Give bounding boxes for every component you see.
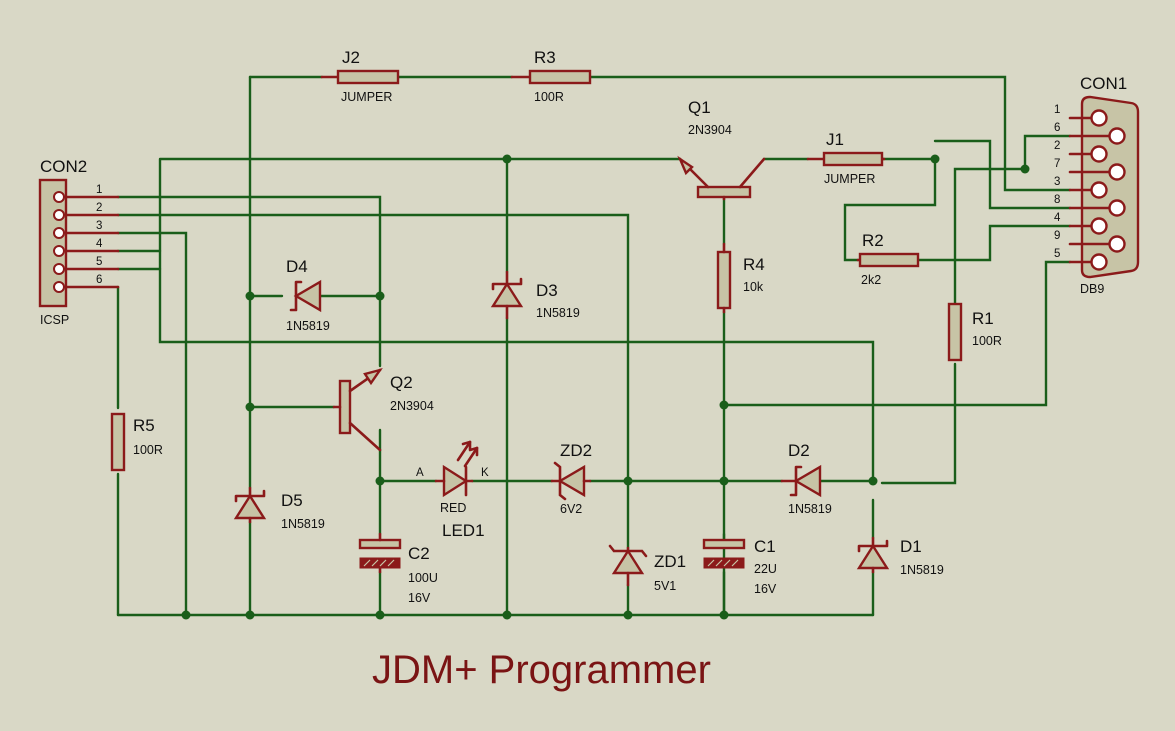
d1-ref: D1 [900, 537, 922, 556]
d4-ref: D4 [286, 257, 308, 276]
con1-pin-5: 5 [1054, 248, 1060, 260]
led1-value: RED [440, 501, 466, 515]
zd1-zener-diode: ZD1 5V1 [608, 544, 686, 593]
con2-ref: CON2 [40, 157, 87, 176]
con2-icsp-header: CON2 ICSP 1 2 3 4 5 6 [38, 157, 120, 327]
con1-ref: CON1 [1080, 74, 1127, 93]
d1-value: 1N5819 [900, 563, 944, 577]
con1-pin-1: 1 [1054, 104, 1060, 116]
zd2-ref: ZD2 [560, 441, 592, 460]
led1-ref: LED1 [442, 521, 485, 540]
con2-pin-6: 6 [96, 274, 102, 286]
d2-schottky-diode: D2 1N5819 [780, 441, 832, 516]
r1-value: 100R [972, 334, 1002, 348]
r4-value: 10k [743, 280, 764, 294]
q1-transistor: Q1 2N3904 [677, 98, 766, 201]
r2-ref: R2 [862, 231, 884, 250]
j2-jumper: J2 JUMPER [320, 48, 400, 104]
d3-value: 1N5819 [536, 306, 580, 320]
zd2-zener-diode: ZD2 6V2 [550, 441, 592, 516]
schematic-title: JDM+ Programmer [372, 648, 711, 692]
q1-ref: Q1 [688, 98, 711, 117]
r5-value: 100R [133, 443, 163, 457]
c2-value: 100U [408, 571, 438, 585]
junctions [181, 154, 1030, 620]
con2-pin-5: 5 [96, 256, 102, 268]
d5-schottky-diode: D5 1N5819 [233, 486, 325, 531]
r1-ref: R1 [972, 309, 994, 328]
zd1-ref: ZD1 [654, 552, 686, 571]
con1-pin-4: 4 [1054, 212, 1061, 224]
r3-ref: R3 [534, 48, 556, 67]
d3-ref: D3 [536, 281, 558, 300]
d3-schottky-diode: D3 1N5819 [490, 270, 580, 320]
con1-pin-2: 2 [1054, 140, 1060, 152]
led1-anode-label: A [416, 467, 424, 479]
con2-pin-4: 4 [96, 238, 103, 250]
d2-value: 1N5819 [788, 502, 832, 516]
q2-transistor: Q2 2N3904 [332, 367, 434, 452]
con2-pin-2: 2 [96, 202, 102, 214]
zd2-value: 6V2 [560, 502, 582, 516]
j2-value: JUMPER [341, 90, 392, 104]
j1-value: JUMPER [824, 172, 875, 186]
con1-value: DB9 [1080, 282, 1104, 296]
r3-resistor: R3 100R [510, 48, 592, 104]
con2-pin-1: 1 [96, 184, 102, 196]
r5-resistor: R5 100R [110, 412, 163, 472]
r4-ref: R4 [743, 255, 765, 274]
con1-pin-3: 3 [1054, 176, 1060, 188]
d1-schottky-diode: D1 1N5819 [856, 536, 944, 577]
con1-db9-connector: CON1 DB9 1 6 2 7 3 8 4 9 5 [1054, 74, 1140, 296]
d4-value: 1N5819 [286, 319, 330, 333]
r2-value: 2k2 [861, 273, 881, 287]
con2-pin-3: 3 [96, 220, 102, 232]
j1-ref: J1 [826, 130, 844, 149]
d5-ref: D5 [281, 491, 303, 510]
led1-cathode-label: K [481, 467, 489, 479]
c2-rating: 16V [408, 591, 431, 605]
con1-pin-7: 7 [1054, 158, 1060, 170]
c2-capacitor: C2 100U 16V [358, 532, 438, 605]
q2-ref: Q2 [390, 373, 413, 392]
q1-value: 2N3904 [688, 123, 732, 137]
con2-pins [53, 191, 120, 293]
zd1-value: 5V1 [654, 579, 676, 593]
r2-resistor: R2 2k2 [856, 231, 920, 287]
d5-value: 1N5819 [281, 517, 325, 531]
r3-value: 100R [534, 90, 564, 104]
r4-resistor: R4 10k [716, 242, 765, 314]
d2-ref: D2 [788, 441, 810, 460]
j2-ref: J2 [342, 48, 360, 67]
con1-pin-9: 9 [1054, 230, 1060, 242]
c1-rating: 16V [754, 582, 777, 596]
con2-value: ICSP [40, 313, 69, 327]
c1-capacitor: C1 22U 16V [702, 537, 777, 596]
wires [116, 75, 1072, 617]
con1-pin-6: 6 [1054, 122, 1060, 134]
d4-schottky-diode: D4 1N5819 [286, 257, 330, 333]
r1-resistor: R1 100R [947, 302, 1002, 362]
r5-ref: R5 [133, 416, 155, 435]
j1-jumper: J1 JUMPER [806, 130, 886, 186]
c1-ref: C1 [754, 537, 776, 556]
q2-value: 2N3904 [390, 399, 434, 413]
con1-pin-8: 8 [1054, 194, 1060, 206]
c1-value: 22U [754, 562, 777, 576]
led1-red-led: A K RED LED1 [416, 440, 489, 540]
c2-ref: C2 [408, 544, 430, 563]
